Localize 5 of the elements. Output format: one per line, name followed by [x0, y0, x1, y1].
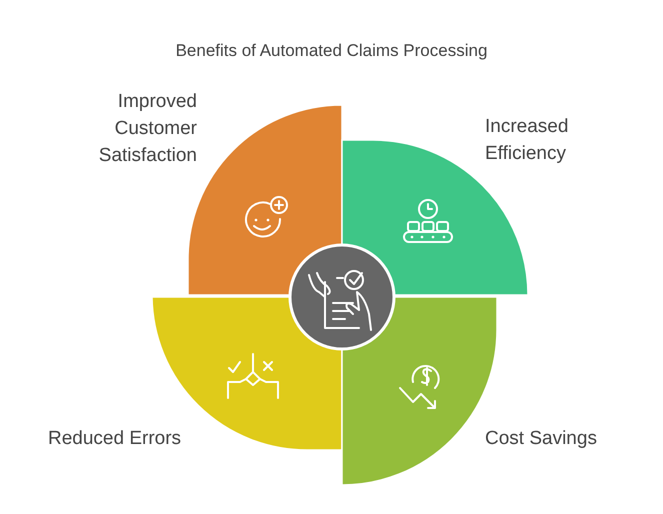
diagram-title: Benefits of Automated Claims Processing — [174, 40, 488, 62]
benefit-label: Increased Efficiency — [485, 115, 570, 166]
benefit-label: Improved Customer Satisfaction — [98, 90, 197, 168]
benefit-label: Reduced Errors — [48, 427, 182, 451]
benefit-label: Cost Savings — [485, 427, 598, 451]
